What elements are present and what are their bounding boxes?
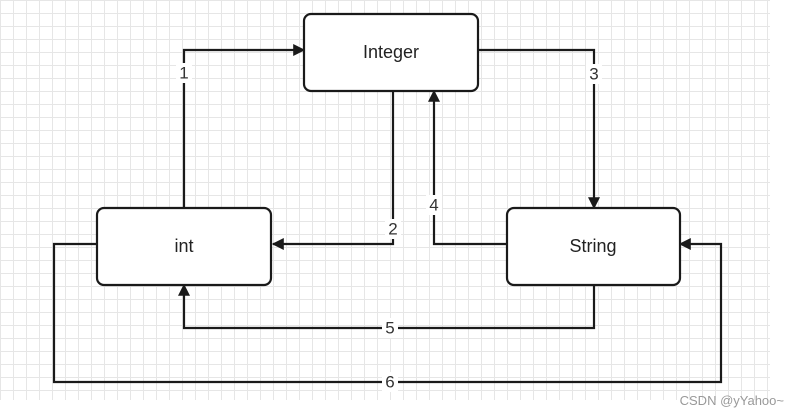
edge-label-6: 6: [382, 372, 398, 392]
node-string: String: [505, 206, 682, 287]
edge-label-5: 5: [382, 318, 398, 338]
edge-label-3: 3: [586, 64, 602, 84]
edge-label-4-text: 4: [429, 196, 438, 215]
edge-4-string-to-integer: [428, 89, 507, 246]
edge-label-1: 1: [176, 63, 192, 83]
edge-label-4: 4: [426, 195, 442, 215]
edge-label-1-text: 1: [179, 64, 188, 83]
node-integer-label: Integer: [363, 42, 419, 62]
edge-label-3-text: 3: [589, 65, 598, 84]
edge-2-integer-to-int: [271, 91, 395, 250]
node-int: int: [95, 206, 273, 287]
node-string-label: String: [569, 236, 616, 256]
edge-label-2: 2: [385, 219, 401, 239]
edge-label-2-text: 2: [388, 220, 397, 239]
watermark: CSDN @yYahoo~: [679, 393, 784, 408]
edge-label-6-text: 6: [385, 373, 394, 392]
edge-label-5-text: 5: [385, 319, 394, 338]
node-int-label: int: [174, 236, 193, 256]
edge-3-integer-to-string: [478, 48, 600, 210]
node-integer: Integer: [302, 12, 480, 93]
edge-1-int-to-integer: [182, 44, 306, 208]
